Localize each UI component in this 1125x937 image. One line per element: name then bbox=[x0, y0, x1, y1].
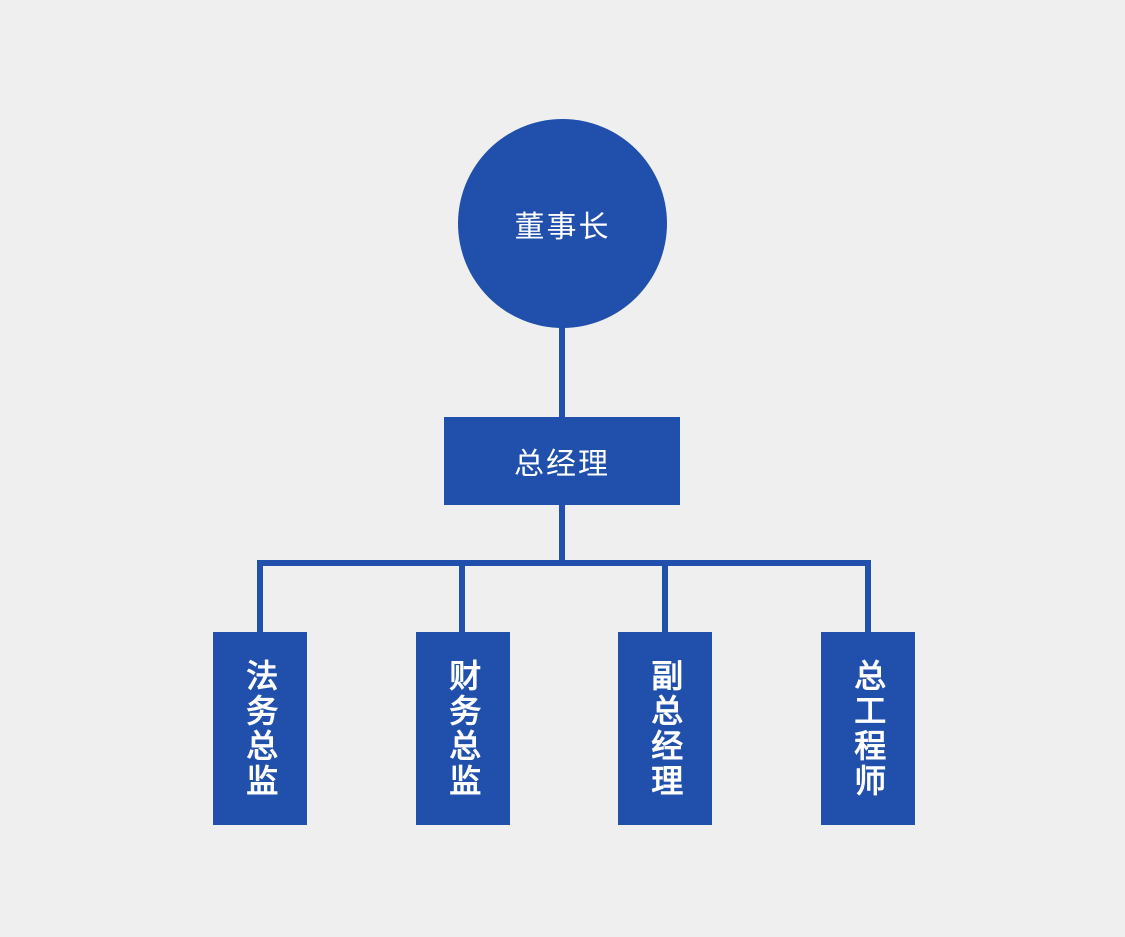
node-general-manager[interactable]: 总经理 bbox=[444, 417, 680, 505]
connector-gm-to-bus bbox=[559, 502, 565, 566]
node-finance-director[interactable]: 财务总监 bbox=[416, 632, 510, 825]
node-chief-engineer[interactable]: 总工程师 bbox=[821, 632, 915, 825]
node-finance-director-label: 财务总监 bbox=[445, 658, 482, 799]
node-chairman-label: 董事长 bbox=[514, 210, 611, 244]
connector-drop-deputy-gm bbox=[662, 560, 668, 636]
node-legal-director[interactable]: 法务总监 bbox=[213, 632, 307, 825]
node-general-manager-label: 总经理 bbox=[514, 448, 610, 481]
connector-drop-finance-director bbox=[459, 560, 465, 636]
connector-chairman-to-gm bbox=[559, 318, 565, 421]
connector-drop-chief-engineer bbox=[865, 560, 871, 636]
node-deputy-general-manager[interactable]: 副总经理 bbox=[618, 632, 712, 825]
node-chairman[interactable]: 董事长 bbox=[458, 119, 667, 328]
node-chief-engineer-label: 总工程师 bbox=[850, 658, 887, 799]
connector-drop-legal-director bbox=[257, 560, 263, 636]
node-deputy-general-manager-label: 副总经理 bbox=[647, 658, 684, 799]
connector-horizontal-bus bbox=[257, 560, 871, 566]
node-legal-director-label: 法务总监 bbox=[242, 658, 279, 799]
